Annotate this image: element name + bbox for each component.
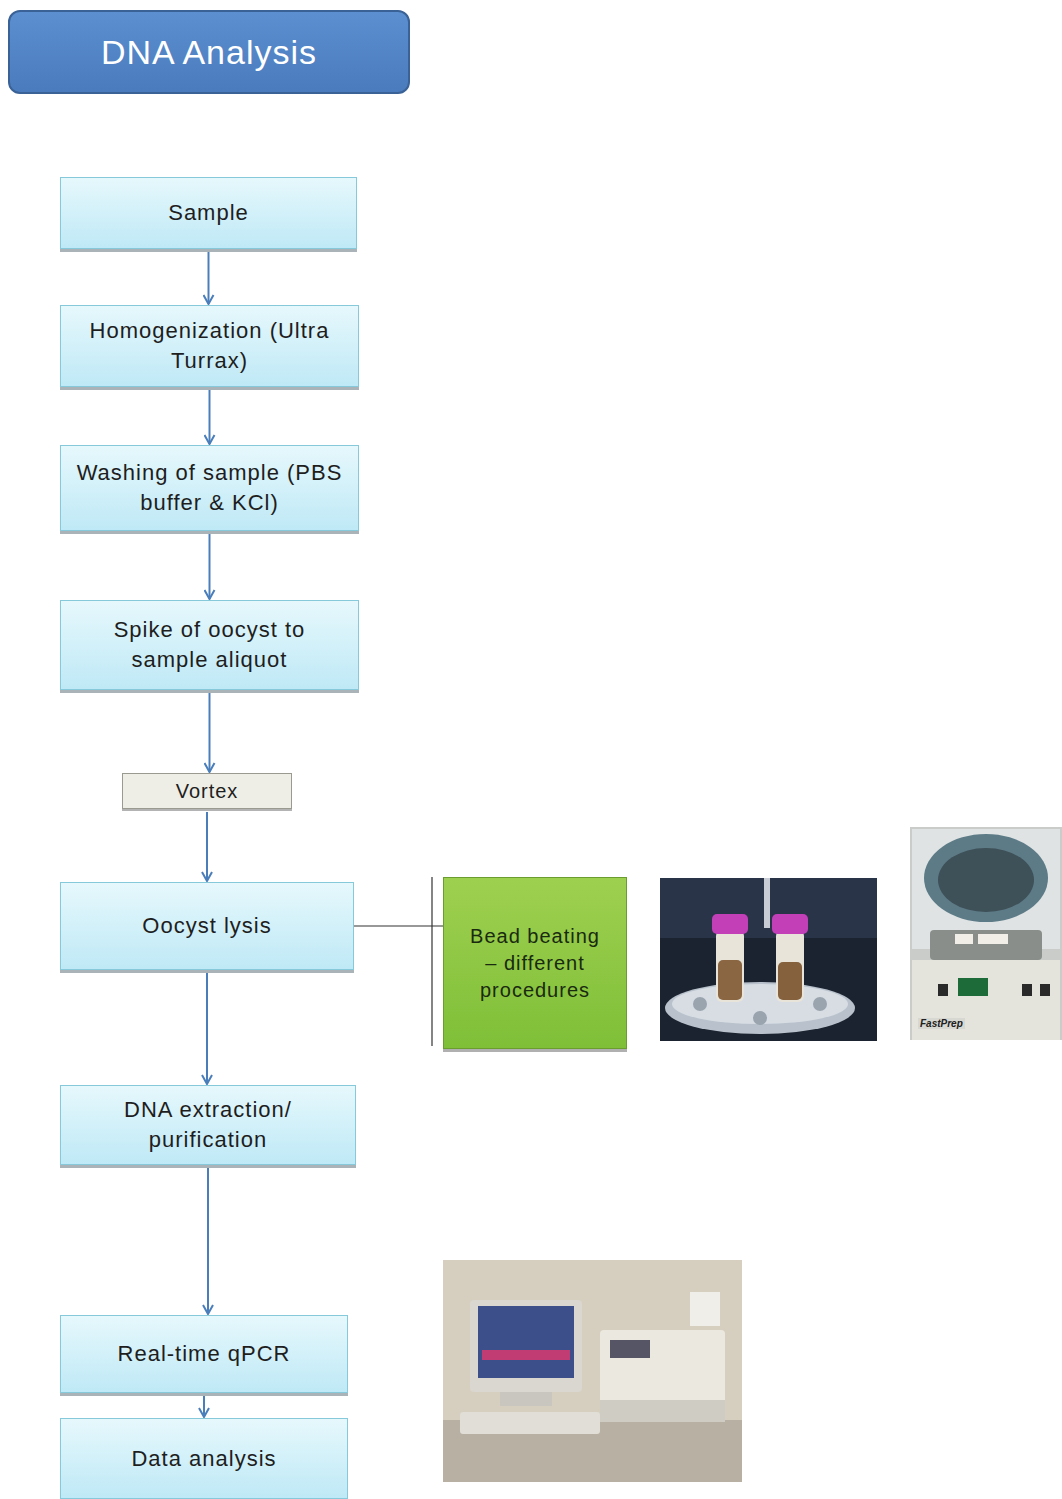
flow-arrow — [206, 812, 208, 881]
box-label: DNA extraction/ purification — [73, 1095, 343, 1154]
flow-arrow — [207, 1168, 209, 1314]
title-banner: DNA Analysis — [8, 10, 410, 94]
box-label: Vortex — [176, 778, 239, 805]
process-box: Washing of sample (PBS buffer & KCl) — [60, 445, 359, 531]
flow-arrow — [208, 252, 210, 304]
box-label: Real-time qPCR — [118, 1339, 291, 1369]
flow-arrow — [203, 1396, 205, 1417]
flow-arrow — [209, 693, 211, 772]
process-box: Oocyst lysis — [60, 882, 354, 970]
process-box: DNA extraction/ purification — [60, 1085, 356, 1165]
bracket-line — [431, 877, 432, 1046]
process-box: Homogenization (Ultra Turrax) — [60, 305, 359, 387]
process-box: Sample — [60, 177, 357, 249]
fastprep-photo — [910, 827, 1062, 1040]
process-box: Real-time qPCR — [60, 1315, 348, 1393]
box-label: Oocyst lysis — [142, 911, 271, 941]
box-label: Bead beating – different procedures — [462, 923, 608, 1004]
title: DNA Analysis — [101, 33, 317, 72]
box-label: Sample — [168, 198, 249, 228]
connector-line — [354, 925, 443, 926]
step-box: Vortex — [122, 773, 292, 809]
box-label: Homogenization (Ultra Turrax) — [73, 316, 346, 375]
method-box: Bead beating – different procedures — [443, 877, 627, 1049]
flow-arrow — [209, 534, 211, 599]
box-label: Data analysis — [131, 1444, 276, 1474]
device-label: FastPrep — [918, 1018, 965, 1029]
qpcr-photo — [443, 1260, 742, 1482]
flow-arrow — [206, 973, 208, 1084]
tubes-photo — [660, 878, 877, 1041]
process-box: Data analysis — [60, 1418, 348, 1499]
box-label: Spike of oocyst to sample aliquot — [73, 615, 346, 674]
process-box: Spike of oocyst to sample aliquot — [60, 600, 359, 690]
flow-arrow — [209, 390, 211, 444]
box-label: Washing of sample (PBS buffer & KCl) — [73, 458, 346, 517]
